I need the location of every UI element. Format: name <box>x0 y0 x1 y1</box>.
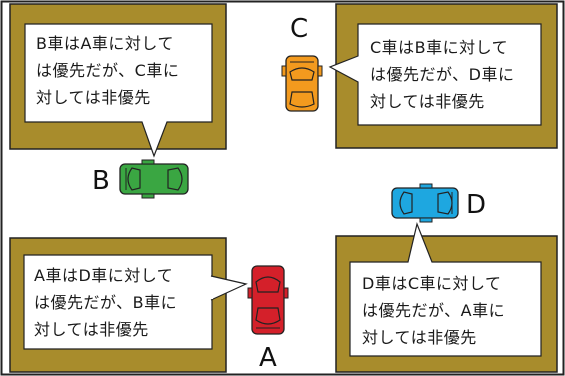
bubble-b-text: B車はA車に対して は優先だが、C車に 対しては非優先 <box>36 34 180 107</box>
car-b <box>119 159 189 199</box>
bubble-d-shape <box>349 222 542 357</box>
car-c-label: C <box>290 14 309 44</box>
bubble-a-text: A車はD車に対して は優先だが、B車に 対しては非優先 <box>34 266 178 339</box>
bubble-c-text: C車はB車に対して は優先だが、D車に 対しては非優先 <box>370 38 515 111</box>
bubble-a-tail <box>210 275 248 301</box>
car-c <box>281 55 323 112</box>
bubble-d-text: D車はC車に対して は優先だが、A車に 対しては非優先 <box>362 274 506 347</box>
car-a <box>247 265 289 335</box>
car-a-label: A <box>259 343 277 373</box>
car-d <box>391 183 459 223</box>
bubble-b-shape <box>24 23 213 158</box>
bubble-a-tail-join <box>210 277 213 299</box>
car-b-label: B <box>92 166 110 196</box>
bubble-c-shape <box>328 23 542 126</box>
car-d-label: D <box>466 190 487 220</box>
bubble-a-shape <box>23 254 213 350</box>
